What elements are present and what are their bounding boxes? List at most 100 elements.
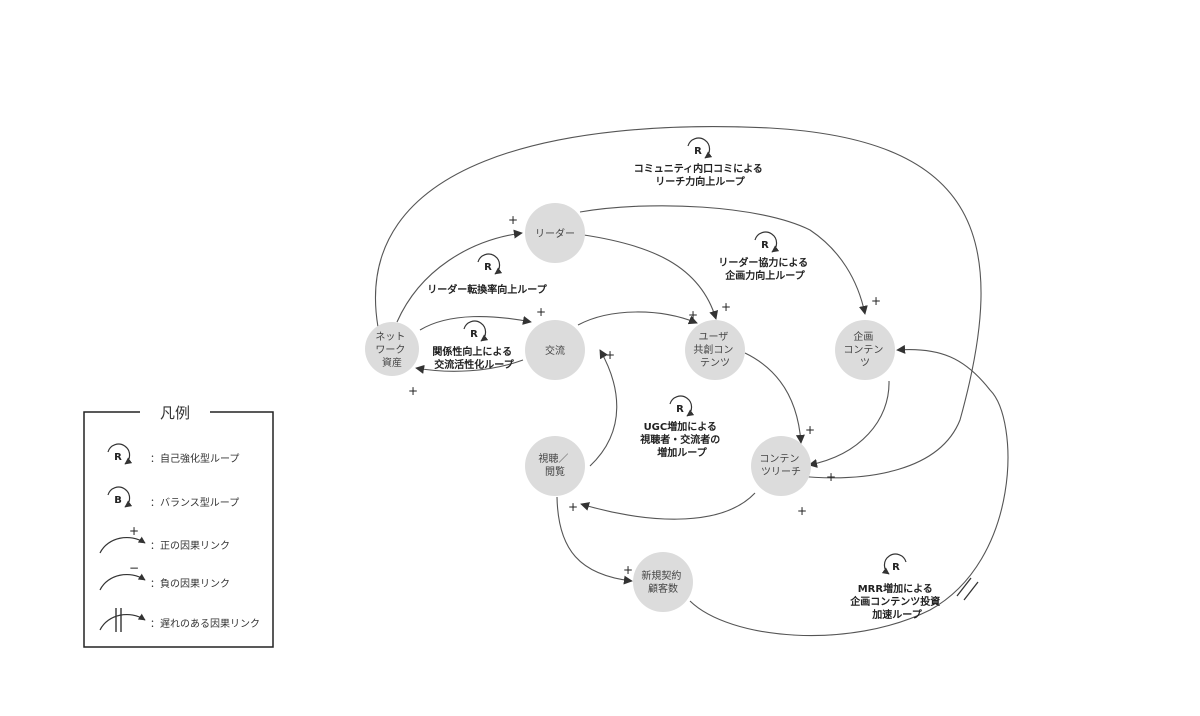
loop-mrr-label-2: 企画コンテンツ投資 [849, 595, 940, 608]
loop-ugc-increase-label-3: 増加ループ [657, 446, 707, 459]
legend: 凡例 R ：自己強化型ループ B ：バランス型ループ + ：正の因果リンク − … [83, 404, 274, 648]
sign-leader-planned: + [871, 294, 881, 308]
polarity-signs: + + + + + + + + + + + + [408, 213, 881, 577]
node-content-reach-label-1: コンテン [759, 454, 799, 465]
sign-leader-ugc: + [721, 300, 731, 314]
loop-leader-conversion-r-icon: R [477, 253, 503, 275]
svg-text:リーダー転換率向上ループ: リーダー転換率向上ループ [427, 283, 547, 296]
node-content-reach-label-2: ツリーチ [761, 466, 801, 478]
svg-text:リーダー: リーダー [535, 227, 575, 240]
node-leader-label: リーダー [535, 227, 575, 240]
edge-exchange-network [415, 359, 524, 374]
loop-leader-cooperation-label-1: リーダー協力による [718, 256, 808, 269]
svg-text:コミュニティ内口コミによる リーチ力向上ループ: コミュニティ内口コミによる リーチ力向上ループ [634, 162, 767, 188]
legend-item-positive: + ：正の因果リンク [99, 524, 230, 554]
node-viewing[interactable]: 視聴／ 閲覧 [525, 436, 585, 496]
loop-leader-conversion: R リーダー転換率向上ループ [427, 253, 548, 296]
legend-item-delay: ：遅れのある因果リンク [99, 608, 260, 632]
loop-ugc-increase-label-2: 視聴者・交流者の [639, 433, 720, 446]
node-content-reach[interactable]: コンテン ツリーチ [751, 436, 811, 496]
node-network-assets-label-1: ネット [375, 331, 405, 343]
edge-network-exchange [419, 315, 532, 331]
node-ugc-label-2: 共創コン [693, 344, 733, 356]
legend-item-balancing: B ：バランス型ループ [107, 486, 239, 509]
edge-network-reach-outer [375, 126, 982, 482]
sign-viewing-newcontracts: + [623, 563, 633, 577]
legend-item-negative: − ：負の因果リンク [99, 561, 230, 591]
legend-positive-label: ：正の因果リンク [150, 540, 230, 552]
node-network-assets[interactable]: ネット ワーク 資産 [365, 322, 419, 376]
node-network-assets-label-2: ワーク [375, 344, 405, 356]
sign-exchange-ugc: + [688, 308, 698, 322]
node-ugc-label-3: テンツ [700, 358, 730, 369]
loop-ugc-increase: R UGC増加による 視聴者・交流者の 増加ループ [639, 395, 723, 459]
svg-text:R: R [470, 329, 478, 340]
edge-exchange-ugc [577, 311, 698, 326]
node-planned-content[interactable]: 企画 コンテン ツ [835, 320, 895, 380]
loop-community-label-1: コミュニティ内口コミによる [634, 162, 763, 175]
edge-ugc-reach [744, 352, 805, 444]
node-exchange-label: 交流 [545, 344, 565, 357]
node-ugc[interactable]: ユーザ 共創コン テンツ [685, 320, 745, 380]
svg-text:リーダー協力による 企画力向上ループ: リーダー協力による 企画力向上ループ [718, 256, 811, 282]
svg-text:R: R [676, 404, 684, 415]
edge-leader-planned [579, 205, 868, 315]
legend-negative-label: ：負の因果リンク [150, 578, 230, 590]
node-ugc-label-1: ユーザ [699, 331, 729, 343]
node-new-contracts-label-1: 新規契約 [641, 569, 681, 582]
loop-ugc-increase-label-1: UGC増加による [644, 420, 717, 433]
loop-community: R コミュニティ内口コミによる リーチ力向上ループ [634, 137, 767, 188]
edges [375, 126, 1009, 636]
node-leader[interactable]: リーダー [525, 203, 585, 263]
edge-viewing-newcontracts [556, 496, 633, 585]
loop-mrr-type: R [892, 562, 900, 573]
loop-relationship-label-2: 交流活性化ループ [434, 358, 514, 371]
svg-text:交流: 交流 [545, 344, 565, 357]
sign-reach-viewing: + [568, 500, 578, 514]
node-exchange[interactable]: 交流 [525, 320, 585, 380]
delay-mark [956, 577, 979, 601]
svg-text:R: R [114, 452, 122, 463]
sign-ugc-reach: + [805, 423, 815, 437]
edge-planned-reach [808, 380, 890, 468]
svg-text:ユーザ 共創コン テンツ: ユーザ 共創コン テンツ [693, 331, 736, 369]
loop-mrr: R MRR増加による 企画コンテンツ投資 加速ループ [849, 553, 943, 621]
svg-text:MRR増加による 企画コンテンツ投資: MRR増加による 企画コンテンツ投資 加速ループ [849, 582, 943, 621]
node-planned-content-label-3: ツ [860, 358, 870, 369]
sign-exchange-network: + [408, 384, 418, 398]
loop-ugc-increase-r-icon: R [669, 395, 695, 417]
node-new-contracts[interactable]: 新規契約 顧客数 [633, 552, 693, 612]
legend-item-reinforcing: R ：自己強化型ループ [107, 443, 239, 465]
legend-balancing-icon: B [107, 486, 133, 508]
legend-delay-mark-icon [115, 608, 122, 632]
loop-community-label-2: リーチ力向上ループ [655, 175, 745, 188]
svg-text:関係性向上による 交流活性化ループ: 関係性向上による 交流活性化ループ [432, 345, 515, 371]
legend-title: 凡例 [160, 404, 190, 422]
sign-network-leader: + [508, 213, 518, 227]
legend-negative-arrow-icon [99, 573, 146, 591]
edge-viewing-exchange [589, 349, 618, 467]
loop-mrr-label-1: MRR増加による [858, 582, 933, 595]
loop-relationship: R 関係性向上による 交流活性化ループ [432, 320, 515, 371]
svg-text:B: B [114, 495, 122, 506]
node-planned-content-label-2: コンテン [843, 345, 883, 356]
legend-delay-arrow-icon [99, 613, 146, 631]
edge-leader-ugc [583, 234, 719, 320]
legend-reinforcing-label: ：自己強化型ループ [150, 452, 239, 465]
loop-mrr-label-3: 加速ループ [871, 608, 922, 621]
legend-balancing-label: ：バランス型ループ [150, 496, 239, 509]
legend-negative-sign: − [129, 561, 139, 575]
edge-newcontracts-planned [689, 344, 1009, 636]
sign-planned-reach: + [826, 470, 836, 484]
edge-network-leader [396, 229, 523, 323]
sign-network-exchange: + [536, 305, 546, 319]
loop-mrr-r-icon [881, 553, 907, 575]
svg-text:R: R [484, 262, 492, 273]
svg-text:UGC増加による 視聴者・交流者の: UGC増加による 視聴者・交流者の 増加ループ [639, 420, 723, 459]
node-viewing-label-1: 視聴／ [538, 452, 568, 465]
legend-reinforcing-icon: R [107, 443, 133, 465]
legend-positive-sign: + [129, 524, 139, 538]
node-viewing-label-2: 閲覧 [545, 466, 565, 478]
sign-network-reach: + [797, 504, 807, 518]
svg-text:視聴／ 閲覧: 視聴／ 閲覧 [538, 452, 571, 478]
